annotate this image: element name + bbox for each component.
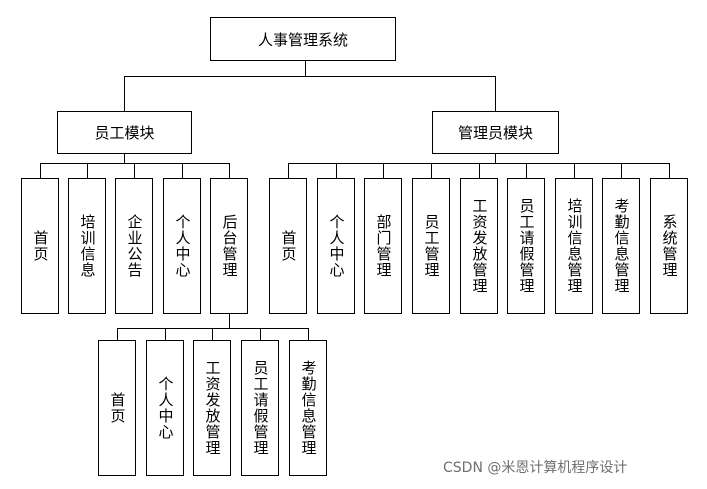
staff-child-node: 培训信息 [68,178,106,314]
connector [308,328,309,340]
connector [336,163,337,178]
connector [212,328,213,340]
connector [165,328,166,340]
connector [621,163,622,178]
staff-child-node: 后台管理 [210,178,248,314]
connector [526,163,527,178]
admin-child-node: 员工管理 [412,178,450,314]
connector [40,163,41,178]
connector [124,153,125,163]
admin-child-node: 首页 [269,178,307,314]
admin-child-node: 考勤信息管理 [602,178,640,314]
connector [124,76,496,77]
admin-child-node: 系统管理 [650,178,688,314]
admin-child-node: 部门管理 [364,178,402,314]
connector [383,163,384,178]
admin-child-node: 员工请假管理 [507,178,545,314]
admin-child-node: 工资发放管理 [460,178,498,314]
backend-child-node: 员工请假管理 [241,340,279,476]
connector [117,328,309,329]
connector [229,163,230,178]
connector [182,163,183,178]
connector [288,163,669,164]
staff-module-node: 员工模块 [57,111,192,154]
admin-child-node: 个人中心 [317,178,355,314]
admin-child-node: 培训信息管理 [555,178,593,314]
backend-child-node: 个人中心 [146,340,184,476]
connector [260,328,261,340]
backend-child-node: 工资发放管理 [193,340,231,476]
watermark: CSDN @米恩计算机程序设计 [443,460,628,476]
backend-child-node: 考勤信息管理 [289,340,327,476]
connector [431,163,432,178]
connector [288,163,289,178]
connector [117,328,118,340]
connector [305,60,306,76]
connector [574,163,575,178]
backend-child-node: 首页 [98,340,136,476]
connector [495,153,496,163]
staff-child-node: 首页 [21,178,59,314]
connector [40,163,230,164]
connector [87,163,88,178]
connector [495,76,496,111]
connector [124,76,125,111]
admin-module-node: 管理员模块 [432,111,559,154]
connector [479,163,480,178]
connector [669,163,670,178]
staff-child-node: 企业公告 [115,178,153,314]
connector [134,163,135,178]
staff-child-node: 个人中心 [163,178,201,314]
root-node: 人事管理系统 [210,17,396,61]
connector [229,313,230,328]
